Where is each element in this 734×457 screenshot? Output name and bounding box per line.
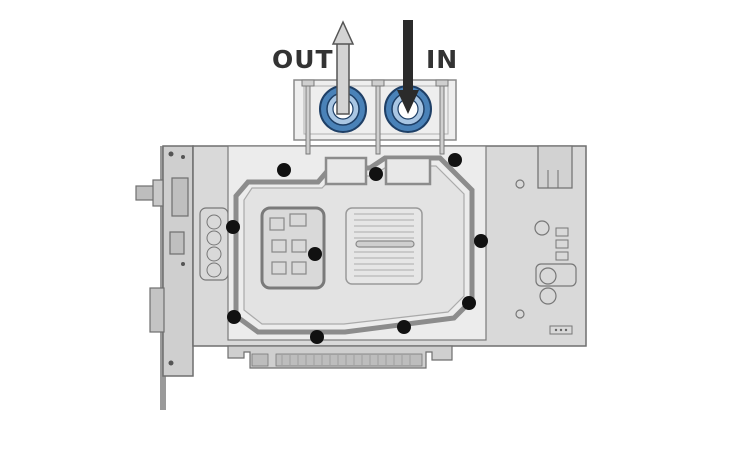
terminal-block	[293, 79, 457, 155]
arrow-up-icon	[331, 20, 355, 115]
arrow-down-icon	[397, 20, 419, 114]
out-label: OUT	[272, 45, 334, 74]
water-block	[227, 145, 487, 341]
io-bracket	[135, 145, 194, 410]
in-label: IN	[426, 45, 458, 74]
screw-icon	[226, 153, 488, 344]
